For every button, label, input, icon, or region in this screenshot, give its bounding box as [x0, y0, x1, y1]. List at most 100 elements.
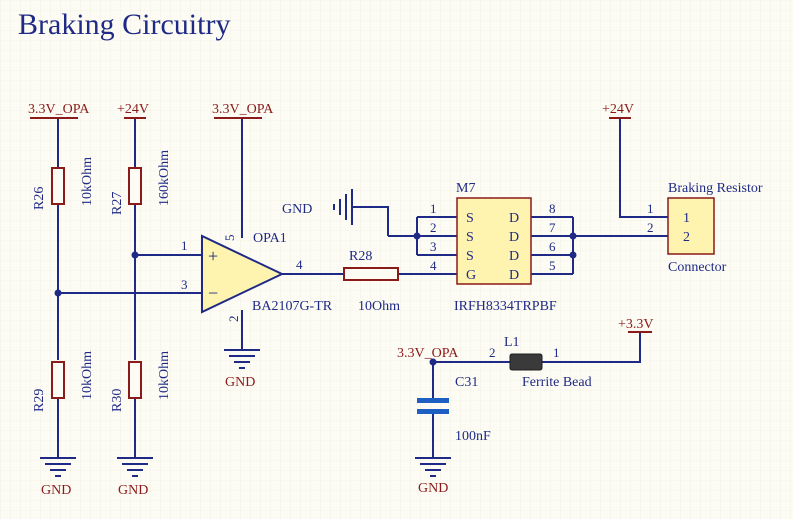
capacitor-ref: C31 — [455, 375, 478, 390]
pin-name: D — [509, 268, 519, 283]
wire-ferrite-right — [542, 332, 641, 363]
resistor-ref: R28 — [349, 249, 372, 264]
pin-number: 7 — [549, 220, 556, 235]
pin-number: 2 — [226, 316, 241, 323]
pin-number: 4 — [296, 257, 303, 272]
opamp-minus-sign: − — [208, 283, 218, 303]
pin-name: S — [466, 211, 474, 226]
capacitor-c31: C31 100nF — [417, 375, 491, 444]
pin-number: 1 — [430, 201, 437, 216]
pin-name: D — [509, 211, 519, 226]
ground-label: GND — [282, 202, 312, 217]
mosfet-m7: M7 IRFH8334TRPBF 1 2 3 4 S S S G D D D D… — [430, 181, 557, 314]
power-label: +3.3V — [618, 317, 654, 332]
pin-number: 3 — [181, 277, 188, 292]
power-port-33v: +3.3V — [618, 317, 654, 333]
ground-symbol-r29: GND — [40, 457, 76, 498]
resistor-r28: R28 10Ohm — [343, 249, 400, 314]
net-label-ferrite: 3.3V_OPA — [397, 346, 459, 361]
resistor-value: 10kOhm — [80, 351, 95, 400]
opamp-plus-sign: + — [208, 246, 218, 266]
opamp-opa1: + − 1 3 4 5 2 OPA1 BA2107G-TR — [181, 231, 333, 322]
pin-name: G — [466, 268, 476, 283]
pin-number: 3 — [430, 239, 437, 254]
ground-label: GND — [225, 375, 255, 390]
pin-number: 2 — [430, 220, 437, 235]
wire-connector-supply — [619, 118, 668, 218]
pin-name: 2 — [683, 230, 690, 245]
ground-flag: GND — [282, 189, 353, 225]
capacitor-value: 100nF — [455, 429, 491, 444]
pin-number: 4 — [430, 258, 437, 273]
junction-dot — [131, 251, 139, 259]
power-label: +24V — [602, 102, 634, 117]
resistor-value: 10Ohm — [358, 299, 400, 314]
pin-name: D — [509, 249, 519, 264]
pin-number: 2 — [647, 220, 654, 235]
resistor-ref: R29 — [32, 389, 47, 412]
capacitor-plate — [417, 409, 449, 414]
power-label: 3.3V_OPA — [212, 102, 274, 117]
ground-symbol-r30: GND — [117, 457, 153, 498]
pin-number: 1 — [181, 238, 188, 253]
resistor-r27: R27 160kOhm — [110, 150, 172, 215]
pin-name: S — [466, 230, 474, 245]
opamp-body — [201, 234, 285, 314]
pin-number: 2 — [489, 345, 496, 360]
pin-number: 6 — [549, 239, 556, 254]
junction-dot — [54, 289, 62, 297]
pin-number: 1 — [553, 345, 560, 360]
pin-name: S — [466, 249, 474, 264]
ferrite-ref: L1 — [504, 335, 520, 350]
opamp-part: BA2107G-TR — [252, 299, 333, 314]
ground-symbol-opa: GND — [224, 349, 260, 390]
resistor-r29: R29 10kOhm — [32, 351, 95, 412]
power-port-r26: 3.3V_OPA — [28, 102, 90, 119]
resistor-value: 10kOhm — [80, 157, 95, 206]
ground-label: GND — [41, 483, 71, 498]
ground-label: GND — [118, 483, 148, 498]
mosfet-part: IRFH8334TRPBF — [454, 299, 557, 314]
wire-gnd-source — [352, 206, 389, 236]
connector-braking-resistor: Braking Resistor Connector 1 2 1 2 — [647, 181, 763, 275]
pin-name: 1 — [683, 211, 690, 226]
ferrite-bead-l1: L1 Ferrite Bead 2 1 — [489, 335, 592, 390]
resistor-value: 160kOhm — [157, 150, 172, 206]
resistor-r30: R30 10kOhm — [110, 351, 172, 412]
connector-label: Braking Resistor — [668, 181, 763, 196]
pin-number: 5 — [222, 235, 237, 242]
opamp-ref: OPA1 — [253, 231, 287, 246]
pin-number: 1 — [647, 201, 654, 216]
ferrite-value: Ferrite Bead — [522, 375, 592, 390]
junction-dot — [569, 251, 577, 259]
ferrite-body — [509, 353, 543, 371]
junction-dot — [569, 232, 577, 240]
pin-number: 5 — [549, 258, 556, 273]
resistor-value: 10kOhm — [157, 351, 172, 400]
resistor-ref: R27 — [110, 192, 125, 215]
resistor-ref: R30 — [110, 389, 125, 412]
net-label: 3.3V_OPA — [397, 346, 459, 361]
resistor-r26: R26 10kOhm — [32, 157, 95, 210]
power-label: +24V — [117, 102, 149, 117]
power-port-connector: +24V — [602, 102, 634, 119]
page-title: Braking Circuitry — [18, 8, 230, 41]
wires — [57, 118, 668, 458]
mosfet-ref: M7 — [456, 181, 475, 196]
capacitor-plate — [417, 398, 449, 403]
junction-dot — [429, 358, 437, 366]
connector-type: Connector — [668, 260, 727, 275]
resistor-ref: R26 — [32, 187, 47, 210]
power-label: 3.3V_OPA — [28, 102, 90, 117]
pin-name: D — [509, 230, 519, 245]
power-port-opa-vcc: 3.3V_OPA — [212, 102, 274, 119]
power-port-r27: +24V — [117, 102, 149, 119]
junctions — [54, 232, 577, 366]
junction-dot — [413, 232, 421, 240]
mosfet-body — [456, 197, 532, 285]
pin-number: 8 — [549, 201, 556, 216]
ground-symbol-c31: GND — [415, 457, 451, 496]
ground-label: GND — [418, 481, 448, 496]
